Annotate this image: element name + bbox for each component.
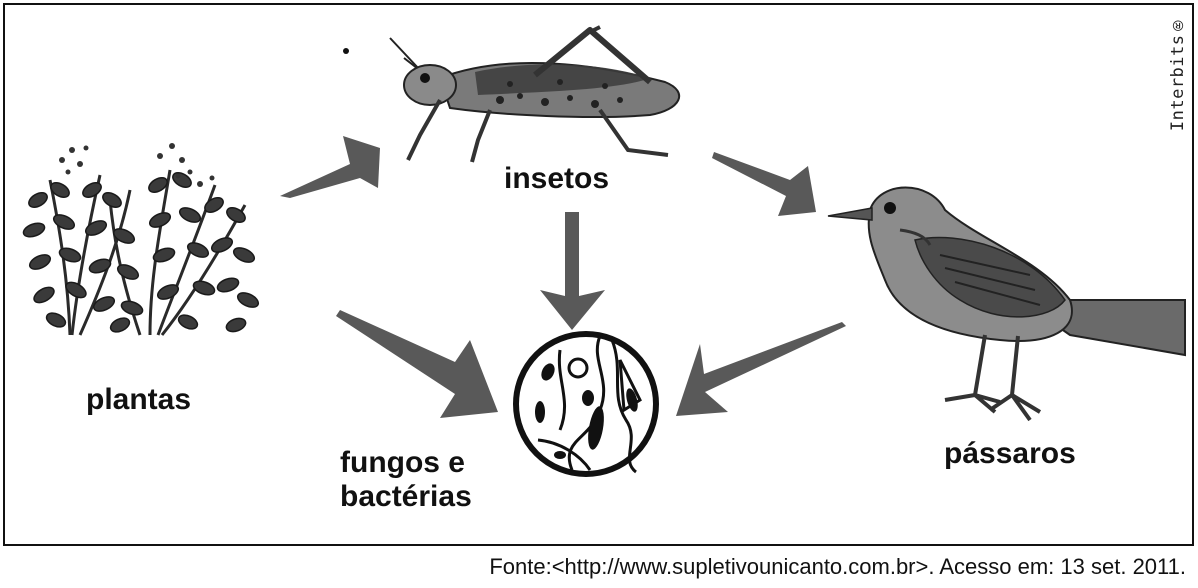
food-web-arrows — [280, 136, 846, 418]
diagram-frame — [3, 3, 1194, 546]
plants-illustration — [22, 143, 260, 336]
microorganisms-illustration — [513, 331, 659, 477]
arrow-insetos-to-passaros — [712, 152, 816, 216]
grasshopper-illustration — [343, 25, 680, 163]
node-label-insetos: insetos — [504, 162, 610, 195]
plant-flower-buds-icon — [59, 143, 215, 187]
bird-eye-icon — [884, 202, 896, 214]
node-label-fungos-line1: fungos e — [340, 446, 465, 479]
node-label-fungos-bacterias: fungos e bactérias — [340, 446, 472, 514]
bird-beak-icon — [827, 207, 873, 221]
arrow-plantas-to-insetos — [280, 136, 380, 198]
arrow-passaros-to-fungos — [676, 322, 846, 416]
source-citation: Fonte:<http://www.supletivounicanto.com.… — [489, 554, 1186, 579]
bird-illustration — [827, 186, 1186, 422]
node-label-passaros: pássaros — [944, 437, 1076, 470]
arrow-plantas-to-fungos — [336, 310, 498, 418]
plant-leaves-icon — [22, 172, 260, 333]
node-label-fungos-line2: bactérias — [340, 480, 472, 513]
grasshopper-antenna-tip-icon — [343, 48, 349, 54]
node-label-plantas: plantas — [86, 383, 192, 416]
arrow-insetos-to-fungos — [540, 212, 605, 330]
grasshopper-head-icon — [403, 64, 457, 106]
image-credit: Interbits® — [1168, 14, 1188, 132]
bird-leg-icon — [944, 334, 1001, 414]
